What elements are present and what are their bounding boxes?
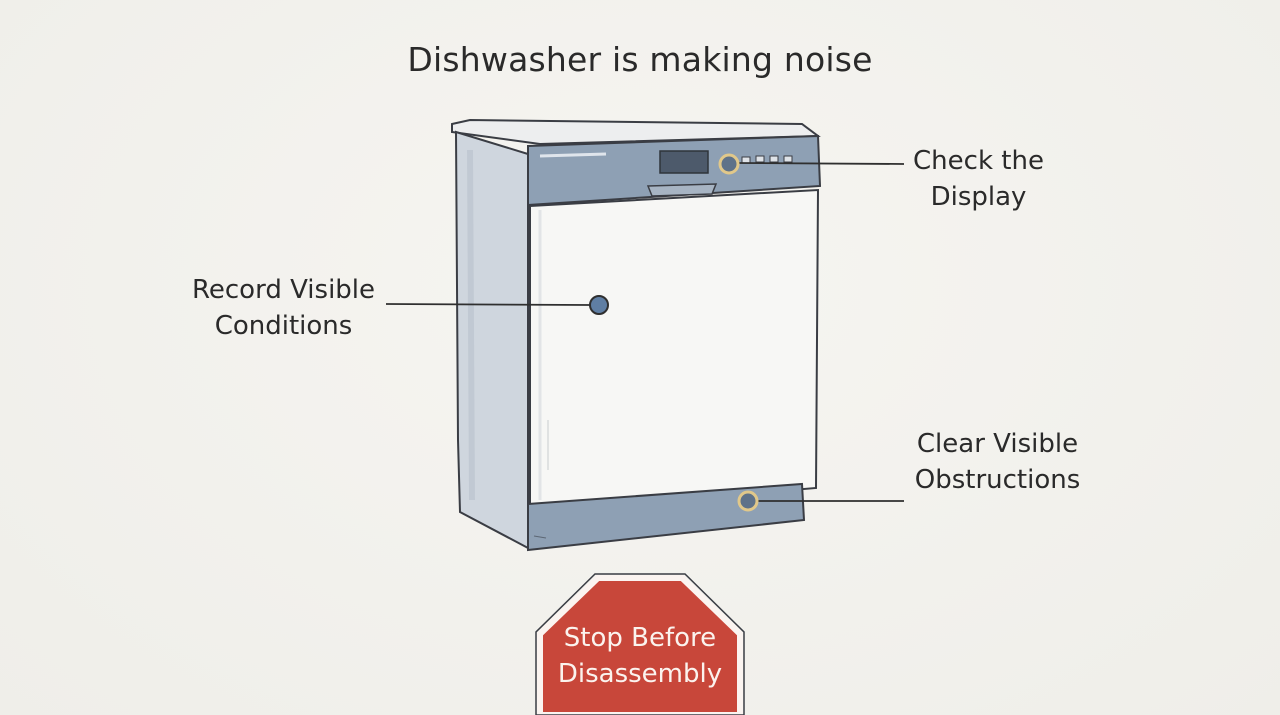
clear-marker — [737, 490, 759, 512]
callout-line: Obstructions — [914, 465, 1081, 495]
dishwasher-side-panel — [454, 130, 529, 550]
panel-button — [741, 156, 751, 164]
callout-line: Conditions — [214, 311, 353, 341]
dishwasher-door — [529, 188, 820, 514]
callout-line: Display — [930, 182, 1027, 212]
display-screen — [659, 150, 709, 174]
panel-button — [769, 155, 779, 163]
record-marker — [589, 295, 609, 315]
stop-sign-text: Stop Before Disassembly — [540, 620, 740, 692]
panel-button — [755, 155, 765, 163]
callout-check-display: Check the Display — [896, 143, 1061, 215]
stop-sign-line: Stop Before — [563, 623, 717, 653]
callout-line: Check the — [913, 146, 1044, 176]
callout-clear-obstructions: Clear Visible Obstructions — [895, 426, 1100, 498]
display-marker — [718, 153, 740, 175]
panel-button — [783, 155, 793, 163]
stop-sign — [537, 575, 743, 715]
display-leader-line — [737, 162, 905, 165]
record-leader-line — [385, 303, 591, 306]
kick-plate — [527, 482, 806, 552]
stop-sign-outline — [535, 573, 745, 715]
stop-sign-line: Disassembly — [557, 659, 723, 689]
callout-line: Clear Visible — [916, 429, 1079, 459]
page-title: Dishwasher is making noise — [407, 40, 873, 79]
callout-line: Record Visible — [191, 275, 376, 305]
door-handle — [646, 183, 718, 197]
callout-record-conditions: Record Visible Conditions — [176, 272, 391, 344]
